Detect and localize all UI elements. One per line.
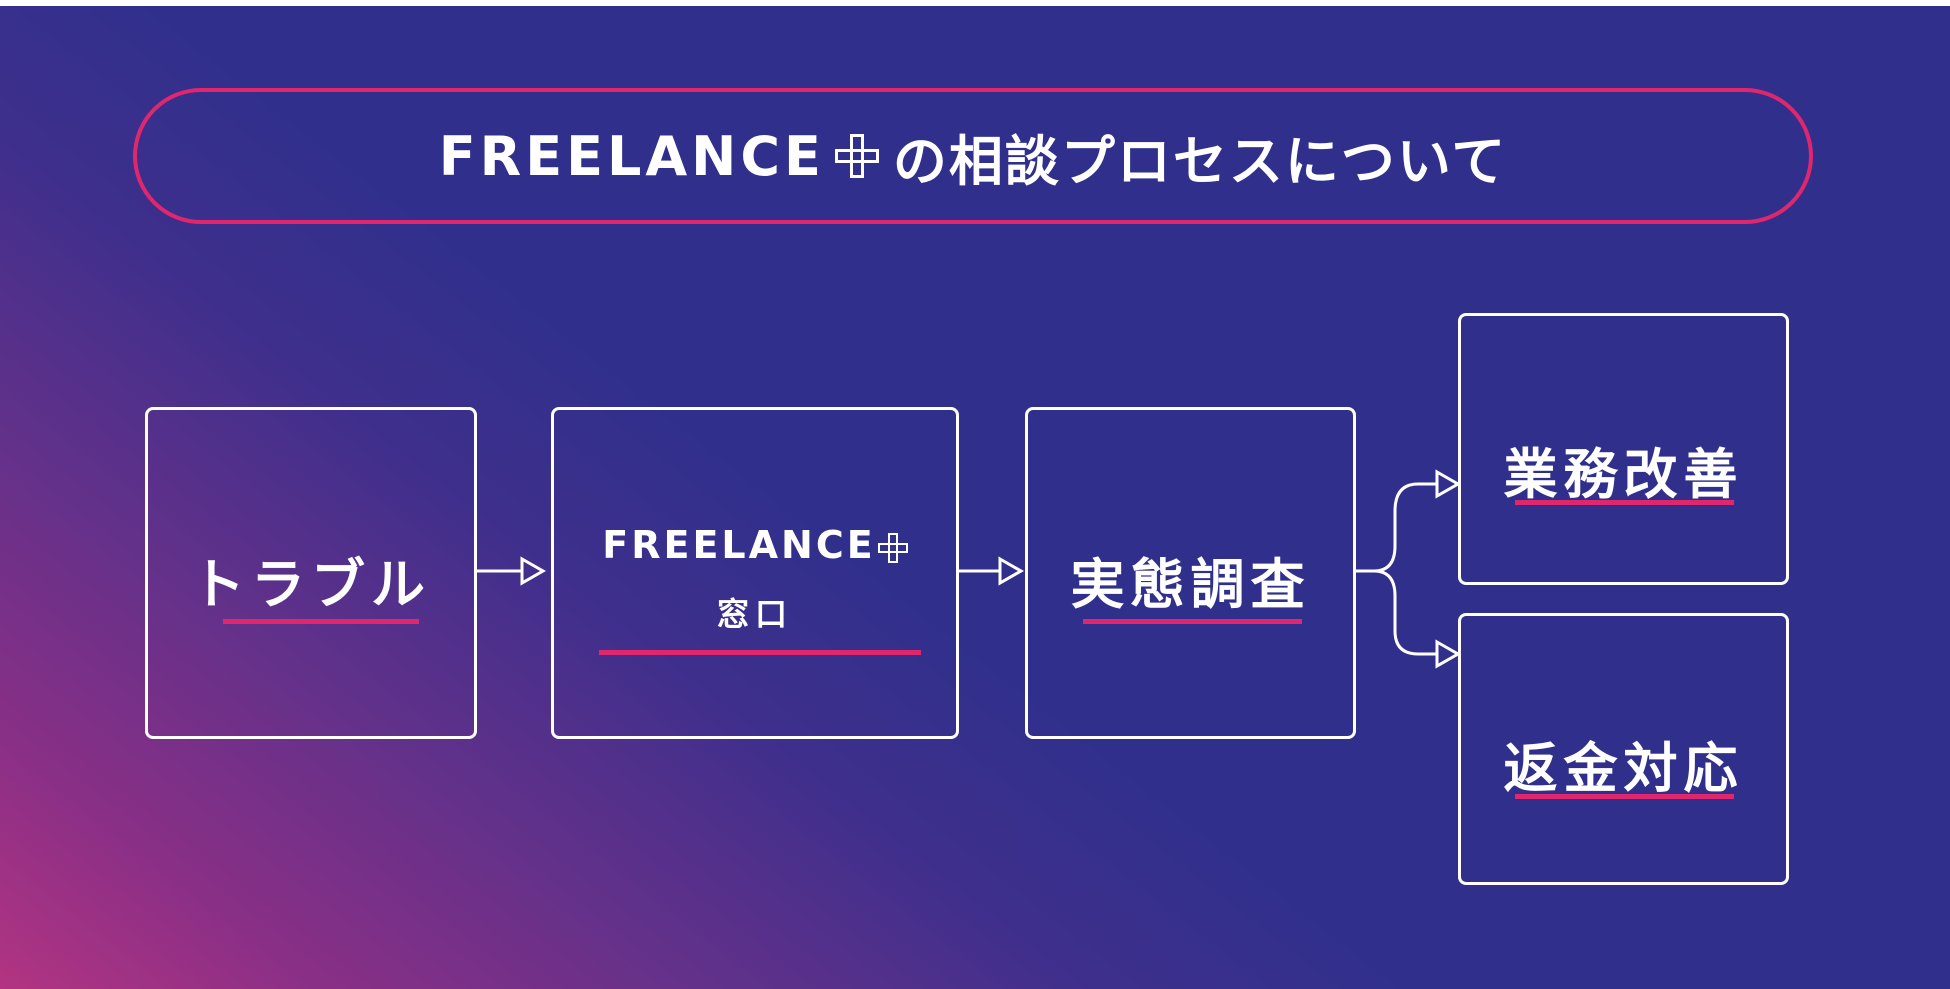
step-refund-label: 返金対応 [1503, 737, 1744, 800]
arrow-head-4 [1435, 639, 1462, 669]
step-refund-underline [1515, 794, 1734, 799]
connector-arrows [477, 469, 1462, 669]
step-trouble-label: トラブル [191, 553, 431, 616]
step-trouble-underline [223, 619, 419, 624]
process-diagram: FREELANCE の相談プロセスについて トラブル FREELANCE 窓口 … [0, 6, 1950, 989]
step-investigation-underline [1083, 619, 1302, 624]
step-investigation-label: 実態調査 [1070, 553, 1311, 616]
title-text: の相談プロセスについて [892, 129, 1508, 193]
plus-icon [877, 532, 908, 563]
step-investigation: 実態調査 [1025, 407, 1356, 739]
branch-line-upper [1356, 482, 1437, 573]
step-improvement-label: 業務改善 [1503, 443, 1744, 506]
plus-icon [834, 134, 879, 178]
page-title: FREELANCE の相談プロセスについて [133, 88, 1813, 224]
arrow-head-2 [998, 556, 1025, 586]
step-refund: 返金対応 [1458, 613, 1789, 885]
step-window-sub-label: 窓口 [716, 595, 793, 633]
step-window-brand: FREELANCE [554, 523, 956, 567]
step-window-underline [599, 650, 921, 655]
branch-line-lower [1373, 569, 1437, 656]
step-trouble: トラブル [145, 407, 477, 739]
step-improvement-underline [1515, 500, 1734, 505]
step-window-brand-text: FREELANCE [602, 523, 876, 567]
arrow-head-1 [520, 556, 547, 586]
step-improvement: 業務改善 [1458, 313, 1789, 585]
title-brand: FREELANCE [438, 124, 825, 188]
step-window: FREELANCE 窓口 [551, 407, 959, 739]
arrow-head-3 [1435, 469, 1462, 499]
